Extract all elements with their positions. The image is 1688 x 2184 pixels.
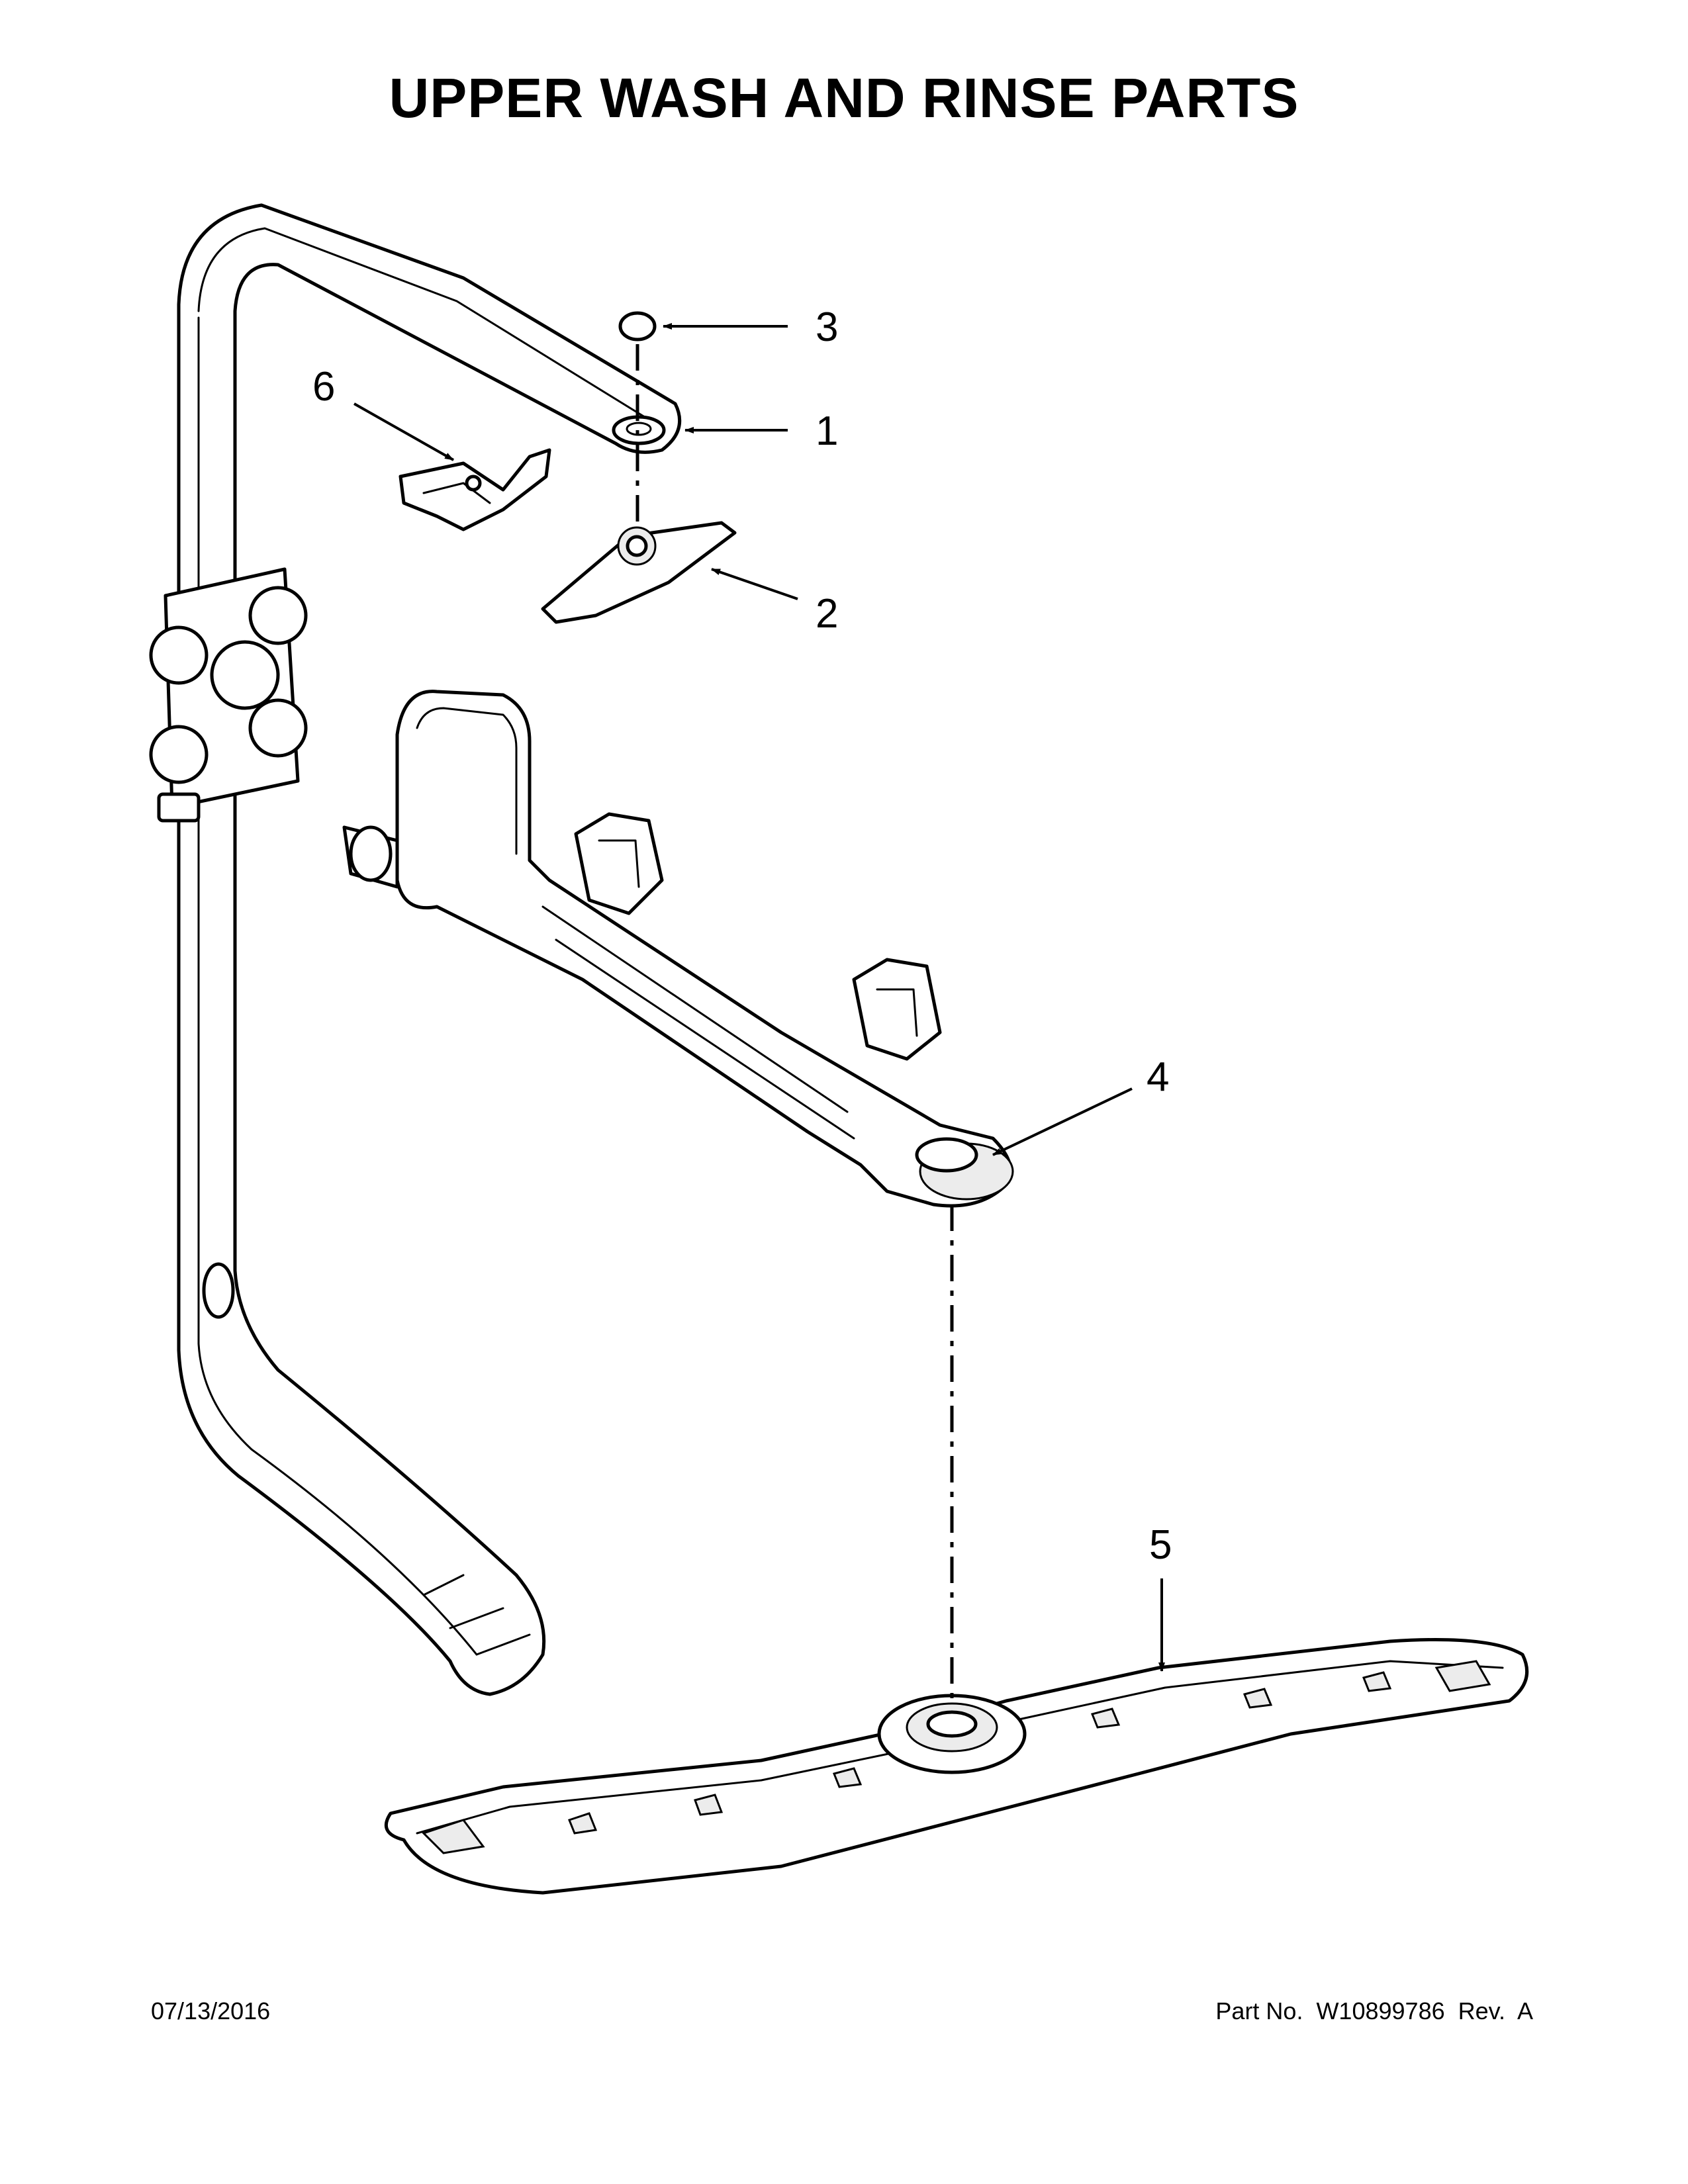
footer-part-number: Part No. W10899786 Rev. A (1215, 1997, 1533, 2025)
callout-6: 6 (312, 364, 335, 410)
page-title: UPPER WASH AND RINSE PARTS (389, 67, 1299, 129)
leader-arrow-4 (992, 1087, 1133, 1156)
callout-2: 2 (816, 591, 838, 637)
callout-3: 3 (816, 304, 838, 350)
part-2-small-spray-arm (541, 521, 737, 624)
callout-5: 5 (1149, 1522, 1172, 1568)
part-3-cap (618, 311, 657, 341)
part-5-spray-arm (384, 1638, 1529, 1895)
leader-arrow-2 (711, 568, 798, 600)
supply-tube-assembly (149, 203, 682, 1696)
part-6-clip (399, 448, 551, 531)
callout-4: 4 (1147, 1054, 1169, 1100)
callout-1: 1 (816, 408, 838, 454)
leader-arrow-6 (353, 402, 454, 461)
part-4-spray-manifold (342, 690, 1014, 1208)
footer-date: 07/13/2016 (151, 1997, 271, 2025)
